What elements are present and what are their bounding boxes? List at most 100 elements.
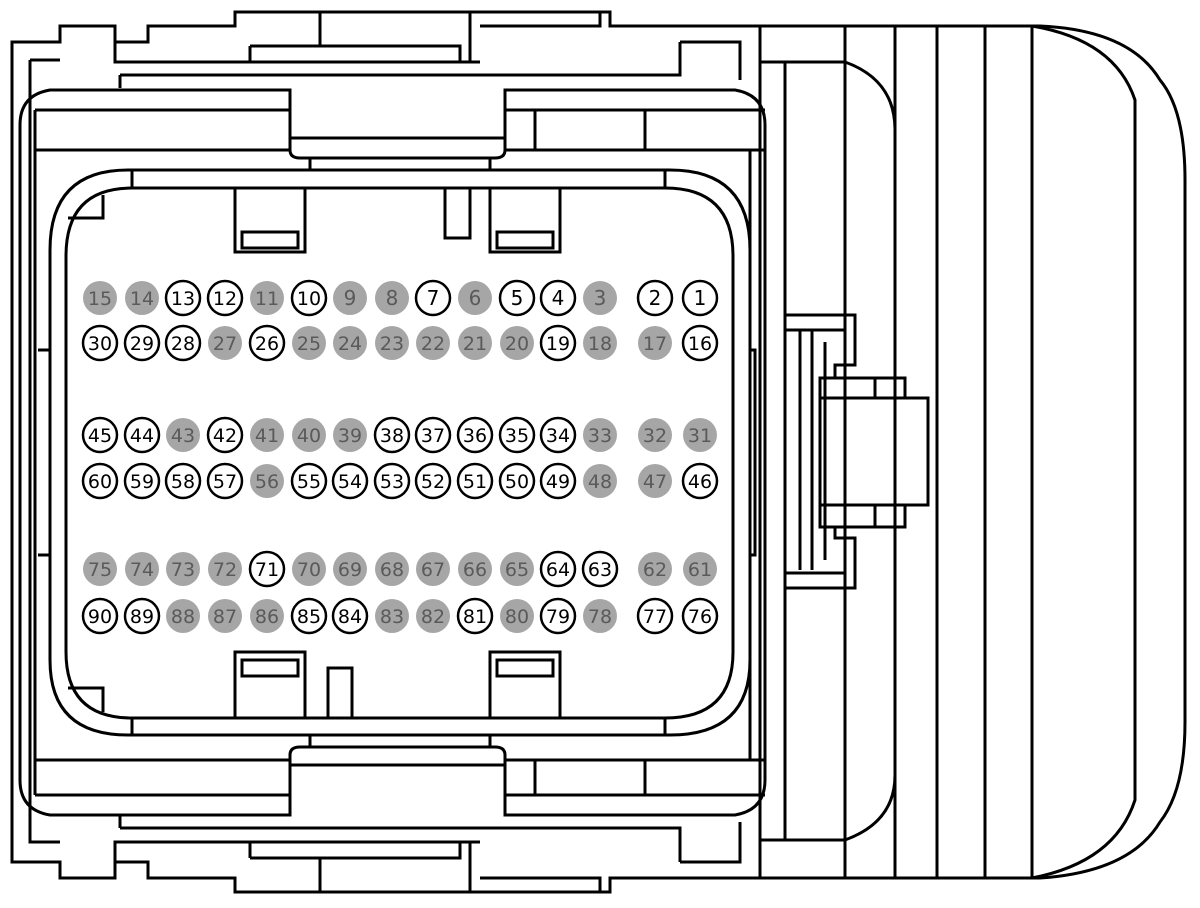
pin-75: 75 — [83, 552, 117, 586]
pin-number-label: 34 — [546, 425, 570, 447]
pin-4: 4 — [539, 279, 577, 317]
pin-79: 79 — [539, 597, 577, 635]
pin-number-label: 21 — [463, 333, 487, 355]
pin-number-label: 33 — [588, 425, 612, 447]
pin-number-label: 43 — [171, 425, 195, 447]
pin-86: 86 — [250, 599, 284, 633]
pin-number-label: 54 — [338, 471, 362, 493]
pin-number-label: 15 — [88, 288, 112, 310]
pin-61: 61 — [683, 552, 717, 586]
pin-9: 9 — [333, 281, 367, 315]
unused-pin-circle — [250, 281, 284, 315]
pin-number-label: 48 — [588, 471, 612, 493]
unused-pin-circle — [375, 326, 409, 360]
unused-pin-circle — [375, 552, 409, 586]
pin-1: 1 — [681, 279, 719, 317]
pin-15: 15 — [83, 281, 117, 315]
unused-pin-circle — [208, 552, 242, 586]
unused-pin-circle — [583, 418, 617, 452]
pin-number-label: 27 — [213, 333, 237, 355]
pin-number-label: 26 — [255, 333, 279, 355]
pin-number-label: 41 — [255, 425, 279, 447]
pin-45: 45 — [81, 416, 119, 454]
pin-number-label: 5 — [511, 286, 524, 310]
unused-pin-circle — [638, 464, 672, 498]
pin-81: 81 — [456, 597, 494, 635]
pin-34: 34 — [539, 416, 577, 454]
pin-23: 23 — [375, 326, 409, 360]
unused-pin-circle — [166, 418, 200, 452]
pin-number-label: 14 — [130, 288, 154, 310]
used-pin-circle — [123, 324, 161, 362]
pin-18: 18 — [583, 326, 617, 360]
unused-pin-circle — [500, 326, 534, 360]
unused-pin-circle — [638, 418, 672, 452]
pin-85: 85 — [290, 597, 328, 635]
pin-number-label: 11 — [255, 288, 279, 310]
unused-pin-circle — [83, 552, 117, 586]
pin-7: 7 — [414, 279, 452, 317]
pin-73: 73 — [166, 552, 200, 586]
pin-72: 72 — [208, 552, 242, 586]
used-pin-circle — [636, 279, 674, 317]
unused-pin-circle — [208, 599, 242, 633]
pin-number-label: 81 — [463, 606, 487, 628]
unused-pin-circle — [125, 281, 159, 315]
pin-number-label: 62 — [643, 559, 667, 581]
pin-number-label: 42 — [213, 425, 237, 447]
pin-11: 11 — [250, 281, 284, 315]
pin-63: 63 — [581, 550, 619, 588]
pin-27: 27 — [208, 326, 242, 360]
pin-42: 42 — [206, 416, 244, 454]
used-pin-circle — [331, 597, 369, 635]
unused-pin-circle — [416, 552, 450, 586]
unused-pin-circle — [683, 418, 717, 452]
pin-89: 89 — [123, 597, 161, 635]
pin-55: 55 — [290, 462, 328, 500]
used-pin-circle — [290, 462, 328, 500]
pin-number-label: 64 — [546, 559, 570, 581]
pin-number-label: 40 — [297, 425, 321, 447]
pin-number-label: 58 — [171, 471, 195, 493]
pin-number-label: 77 — [643, 606, 667, 628]
pin-number-label: 86 — [255, 606, 279, 628]
pin-70: 70 — [292, 552, 326, 586]
used-pin-circle — [636, 597, 674, 635]
used-pin-circle — [681, 462, 719, 500]
unused-pin-circle — [250, 418, 284, 452]
pin-24: 24 — [333, 326, 367, 360]
pin-74: 74 — [125, 552, 159, 586]
pin-number-label: 17 — [643, 333, 667, 355]
pin-number-label: 20 — [505, 333, 529, 355]
pin-43: 43 — [166, 418, 200, 452]
pin-number-label: 85 — [297, 606, 321, 628]
pin-number-label: 19 — [546, 333, 570, 355]
pin-40: 40 — [292, 418, 326, 452]
pin-32: 32 — [638, 418, 672, 452]
pin-number-label: 44 — [130, 425, 154, 447]
unused-pin-circle — [416, 599, 450, 633]
pin-46: 46 — [681, 462, 719, 500]
pin-number-label: 39 — [338, 425, 362, 447]
pin-number-label: 2 — [649, 286, 662, 310]
pin-number-label: 57 — [213, 471, 237, 493]
pin-80: 80 — [500, 599, 534, 633]
used-pin-circle — [498, 416, 536, 454]
used-pin-circle — [539, 597, 577, 635]
pin-66: 66 — [458, 552, 492, 586]
pin-number-label: 71 — [255, 559, 279, 581]
pin-58: 58 — [164, 462, 202, 500]
pin-number-label: 87 — [213, 606, 237, 628]
pin-number-label: 22 — [421, 333, 445, 355]
pin-25: 25 — [292, 326, 326, 360]
pin-number-label: 80 — [505, 606, 529, 628]
unused-pin-circle — [683, 552, 717, 586]
pin-51: 51 — [456, 462, 494, 500]
pin-12: 12 — [206, 279, 244, 317]
polarization-keys — [233, 188, 562, 718]
pin-53: 53 — [373, 462, 411, 500]
pin-number-label: 25 — [297, 333, 321, 355]
used-pin-circle — [81, 597, 119, 635]
used-pin-circle — [164, 462, 202, 500]
pin-38: 38 — [373, 416, 411, 454]
